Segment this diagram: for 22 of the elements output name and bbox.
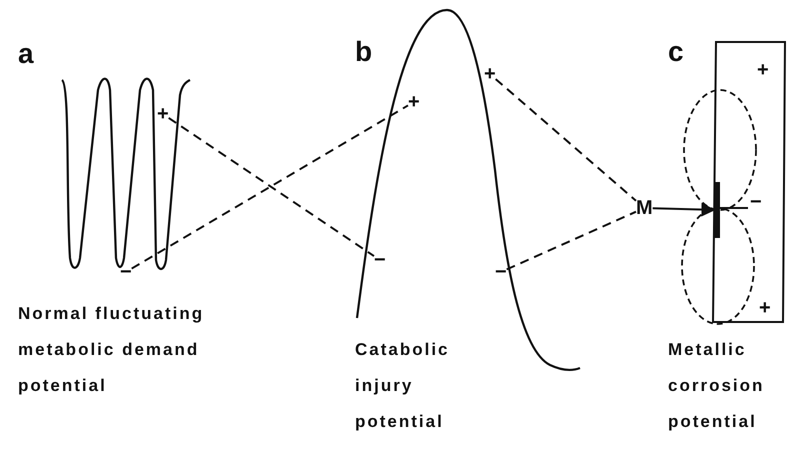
minus-sign: −	[374, 250, 386, 270]
minus-sign: −	[120, 262, 132, 282]
dashed-line	[168, 117, 375, 257]
minus-sign: −	[495, 262, 507, 282]
electrode-label: M	[636, 198, 653, 218]
dashed-line	[506, 210, 636, 270]
plus-sign: +	[408, 92, 420, 112]
dashed-line	[131, 104, 408, 270]
caption: Normal fluctuating metabolic demand potential	[18, 303, 206, 397]
electrode-bar	[714, 182, 720, 238]
caption: Metallic corrosion potential	[668, 339, 766, 433]
plus-sign: +	[759, 298, 771, 318]
caption: Catabolic injury potential	[355, 339, 451, 433]
minus-sign: −	[750, 192, 762, 212]
panel-letter: b	[355, 38, 372, 66]
dashed-line	[495, 78, 637, 202]
panel-letter: c	[668, 38, 684, 66]
panel-letter: a	[18, 40, 34, 68]
arrow	[652, 202, 716, 217]
plus-sign: +	[157, 104, 169, 124]
plus-sign: +	[484, 64, 496, 84]
plus-sign: +	[757, 60, 769, 80]
